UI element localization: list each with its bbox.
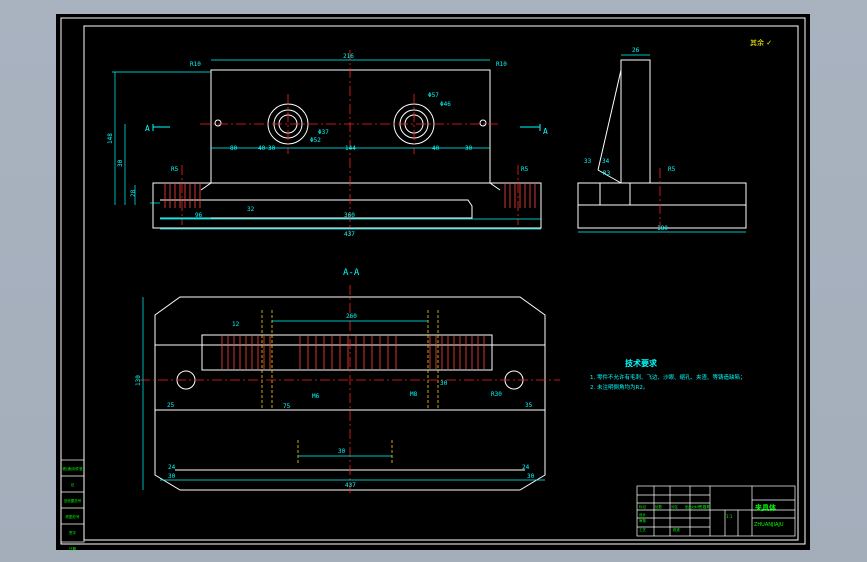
dim-216: 216: [343, 53, 354, 60]
dim-12: 12: [232, 321, 240, 328]
dim-40a: 40: [258, 145, 266, 152]
front-view-centerlines: [181, 50, 519, 236]
section-dimensions: [142, 297, 545, 490]
dim-26: 26: [632, 47, 640, 54]
dim-30c: 30: [338, 448, 346, 455]
section-markers: A A: [145, 124, 548, 136]
row-label-2: 分区: [671, 505, 678, 509]
title-block: 夹具体 ZHUANJIAJU 1:1 标记 处数 分区 更改文件号 签名 日期 …: [637, 486, 795, 536]
dim-180: 180: [657, 225, 668, 232]
dim-r5-side: R5: [668, 166, 676, 173]
dim-437-section: 437: [345, 482, 356, 489]
dim-phi57: Φ57: [428, 92, 439, 99]
dim-phi37: Φ37: [318, 129, 329, 136]
dim-30d: 30: [440, 380, 448, 387]
dim-75: 75: [283, 403, 291, 410]
title-block-grid: [636, 485, 796, 537]
dim-25: 25: [167, 402, 175, 409]
side-stamp: 借(通)用件登记 旧底图总号 底图总号 签字 日期: [61, 461, 84, 557]
dim-34: 34: [602, 158, 610, 165]
stamp-line-1: 旧底图总号: [63, 499, 82, 503]
roughness-mark: 其余 ✓: [750, 38, 772, 47]
dim-360: 360: [344, 212, 355, 219]
dim-r30: R30: [491, 391, 502, 398]
inner-frame: [83, 25, 799, 541]
dim-80: 80: [230, 145, 238, 152]
dim-30a: 30: [268, 145, 276, 152]
dim-phi52: Φ52: [310, 137, 321, 144]
tech-requirements-title: 技术要求: [625, 359, 657, 368]
dim-260: 260: [346, 313, 357, 320]
side-view: [577, 59, 747, 229]
section-hidden-lines: [261, 310, 439, 465]
dim-96: 96: [195, 212, 203, 219]
dim-r10-right: R10: [496, 61, 507, 68]
front-view-dimensions: [112, 59, 541, 230]
tech-requirement-1: 1. 零件不允许有毛刺、飞边、沙眼、缩孔、夹渣、等铸造缺陷；: [590, 375, 746, 381]
dim-30c: 30: [117, 159, 124, 167]
side-view-dim-text: 26 33 34 R5 R3 180: [584, 47, 676, 232]
scale-value: 1:1: [726, 514, 733, 519]
row-label-5: 日期: [703, 505, 710, 509]
dim-40b: 40: [432, 145, 440, 152]
row-label-0: 标记: [639, 505, 646, 509]
dim-30b: 30: [527, 473, 535, 480]
dim-144: 144: [345, 145, 356, 152]
dim-m6: M6: [312, 393, 320, 400]
part-name: 夹具体: [755, 504, 776, 512]
approval-label-0: 设计: [639, 513, 646, 517]
dim-437: 437: [344, 231, 355, 238]
front-view-hatching: [164, 183, 536, 208]
section-arrows: [152, 124, 541, 131]
stamp-line-3: 签字: [69, 531, 76, 535]
dim-24a: 24: [168, 464, 176, 471]
dim-r5-left: R5: [171, 166, 179, 173]
section-marker-right: A: [543, 127, 548, 136]
dim-130: 130: [135, 375, 142, 386]
outer-border: [60, 17, 806, 545]
dim-30a: 30: [168, 473, 176, 480]
side-view-dims: [578, 54, 746, 233]
dim-r5-right: R5: [521, 166, 529, 173]
stamp-line-2: 底图总号: [65, 515, 80, 519]
section-dim-text: 260 12 130 M6 25 30 75 R30 35 M8 24 24 3…: [135, 313, 535, 489]
drawing-sheet: [56, 14, 810, 550]
front-view-dim-text: 216 R10 R10 Φ57 Φ46 Φ37 Φ52 80 30 40 144…: [107, 53, 529, 238]
stamp-line-0: 借(通)用件登记: [62, 467, 83, 487]
section-hatching: [221, 336, 485, 369]
dim-m8: M8: [410, 391, 418, 398]
approval-label-3: 批准: [673, 528, 680, 532]
tech-requirements: 技术要求 1. 零件不允许有毛刺、飞边、沙眼、缩孔、夹渣、等铸造缺陷； 2. 未…: [590, 358, 805, 391]
dim-30b: 30: [465, 145, 473, 152]
dim-33: 33: [584, 158, 592, 165]
section-label: A-A: [343, 268, 360, 278]
section-marker-left: A: [145, 124, 150, 133]
dim-phi46: Φ46: [440, 101, 451, 108]
dim-35: 35: [525, 402, 533, 409]
dim-32: 32: [247, 206, 255, 213]
row-label-4: 签名: [699, 505, 706, 509]
dim-24b: 24: [522, 464, 530, 471]
row-label-1: 处数: [655, 505, 662, 509]
dim-r3: R3: [603, 170, 611, 177]
section-centerlines: [140, 285, 560, 495]
row-label-3: 更改文件号: [685, 505, 701, 509]
stamp-line-4: 日期: [69, 547, 76, 551]
dim-28: 28: [130, 189, 137, 197]
dim-r10-left: R10: [190, 61, 201, 68]
dim-148: 148: [107, 133, 114, 144]
approval-label-1: 审核: [639, 519, 646, 523]
side-stamp-grid: [60, 459, 85, 543]
tech-requirement-2: 2. 未注明倒角均为R2。: [590, 385, 649, 391]
drawing-number: ZHUANJIAJU: [754, 522, 784, 528]
approval-label-2: 工艺: [639, 528, 646, 532]
